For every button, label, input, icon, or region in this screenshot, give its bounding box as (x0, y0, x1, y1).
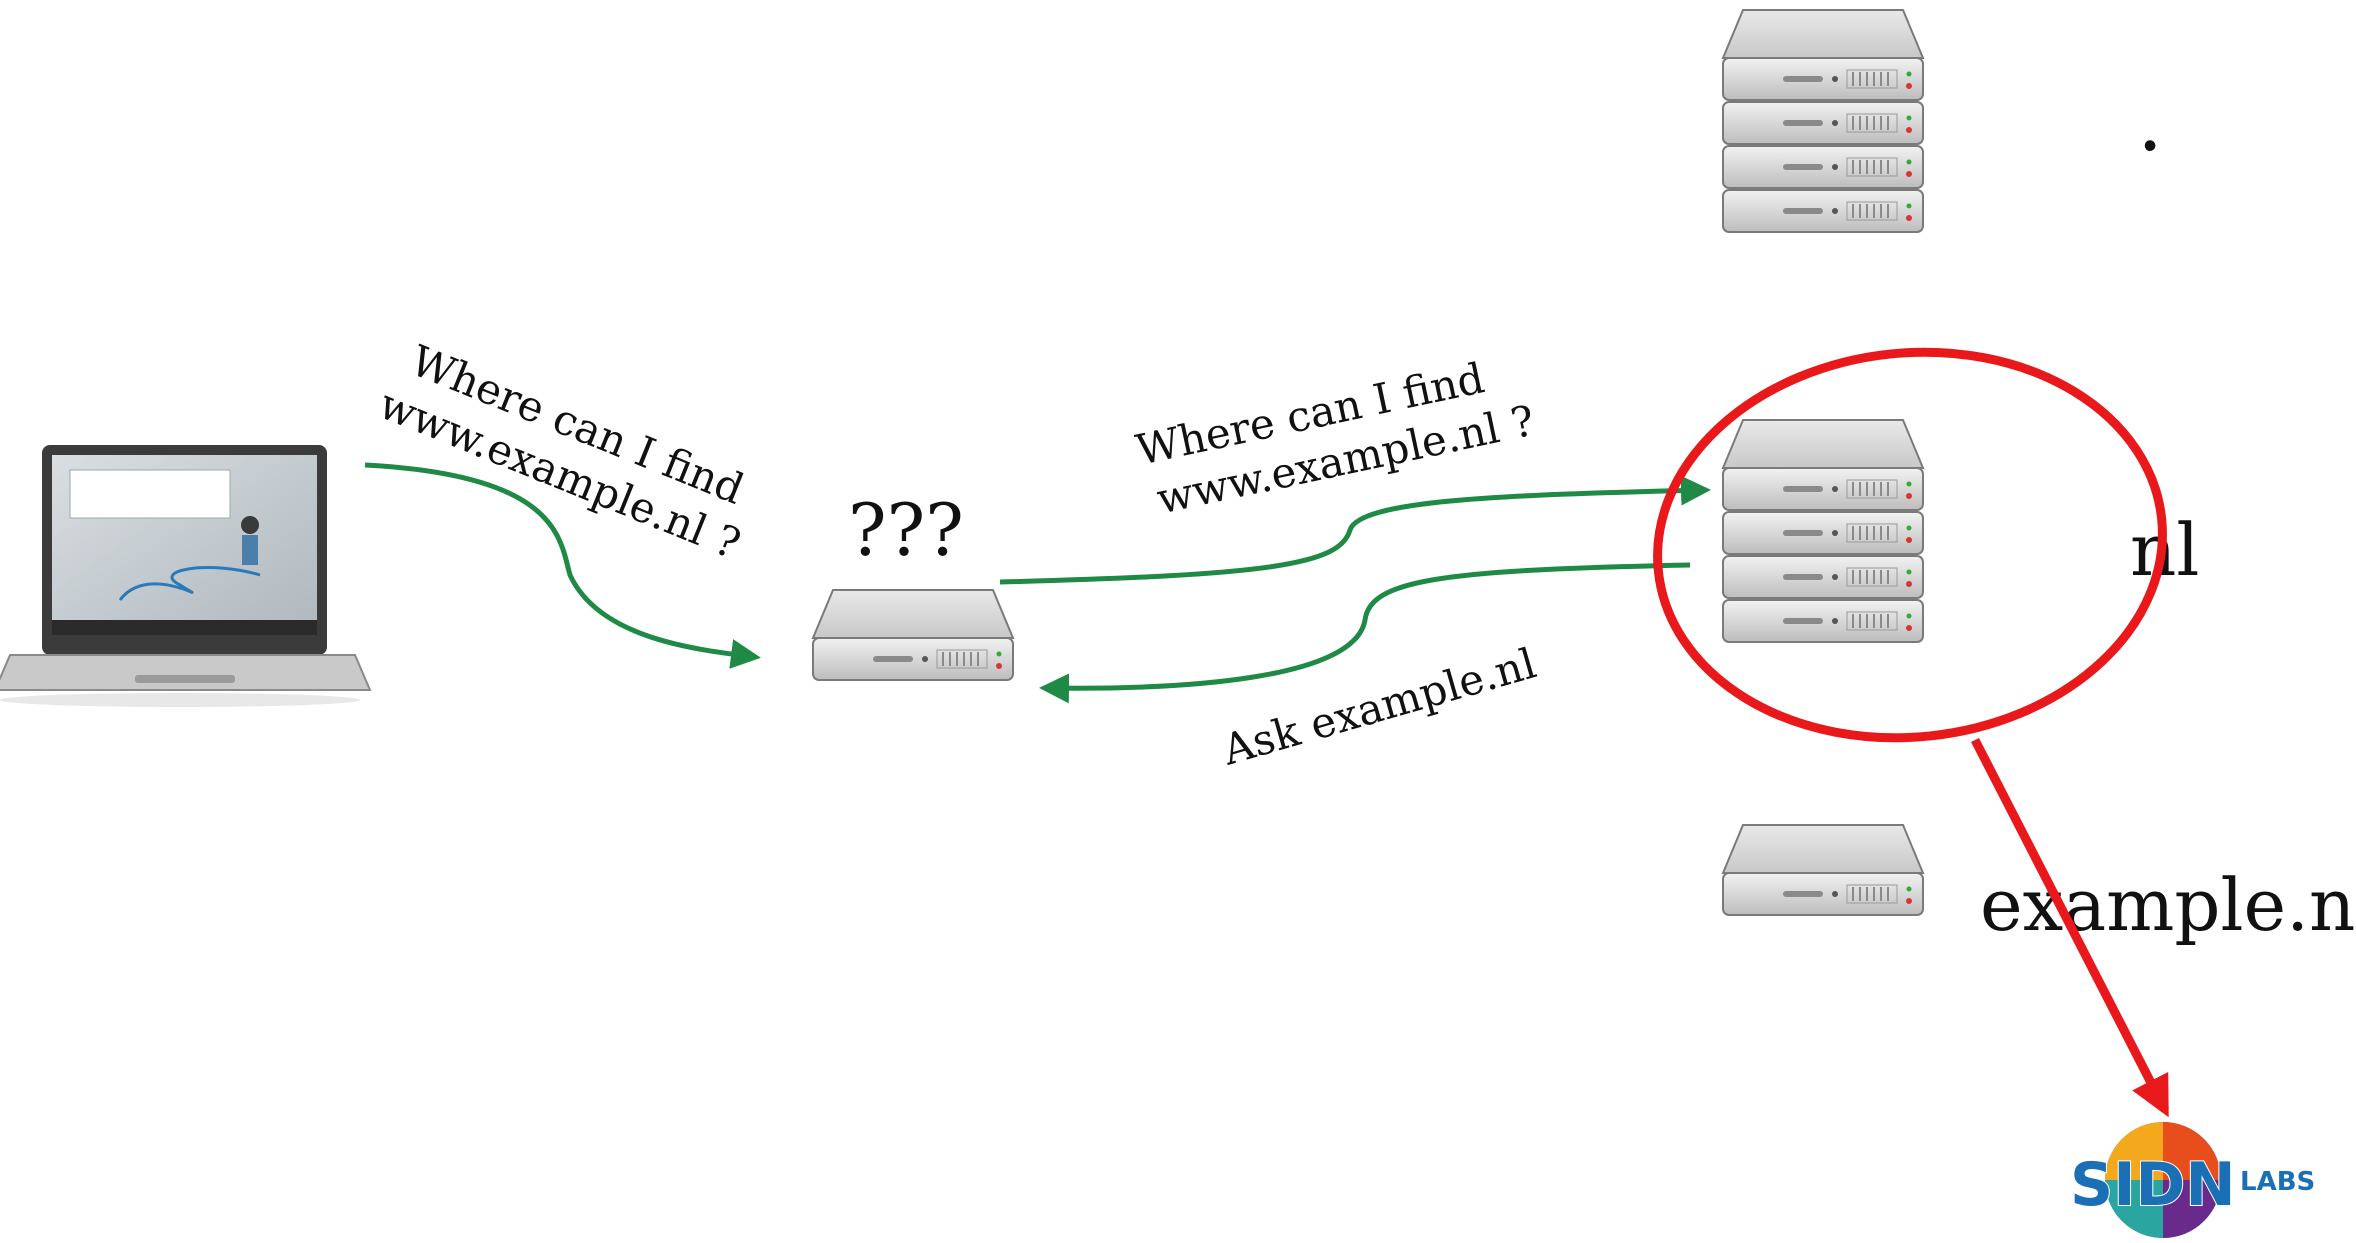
server-icon (812, 589, 1014, 681)
resolver-label: ??? (848, 488, 964, 572)
logo-text: SIDN (2070, 1150, 2236, 1220)
server-stack-icon (1722, 9, 1924, 233)
referral-arrow-tld-to-resolver (1039, 562, 1691, 704)
logo-subtext: LABS (2240, 1167, 2315, 1197)
server-stack-icon (1722, 419, 1924, 643)
highlight-arrow (1970, 737, 2170, 1118)
domain-label: example.nl (1980, 863, 2356, 947)
root-label: . (2137, 75, 2163, 170)
sidn-labs-logo: SIDN LABS (2069, 1122, 2315, 1238)
highlight-ellipse (1653, 347, 2167, 743)
svg-text:Ask example.nl: Ask example.nl (1216, 638, 1541, 774)
query-arrow-client-to-resolver (364, 462, 761, 669)
laptop-icon (0, 445, 372, 707)
referral-label: Ask example.nl (1216, 638, 1541, 774)
client-query-label: Where can I find www.example.nl ? (372, 336, 750, 569)
server-icon (1722, 824, 1924, 916)
query-arrow-resolver-to-tld (999, 475, 1711, 585)
